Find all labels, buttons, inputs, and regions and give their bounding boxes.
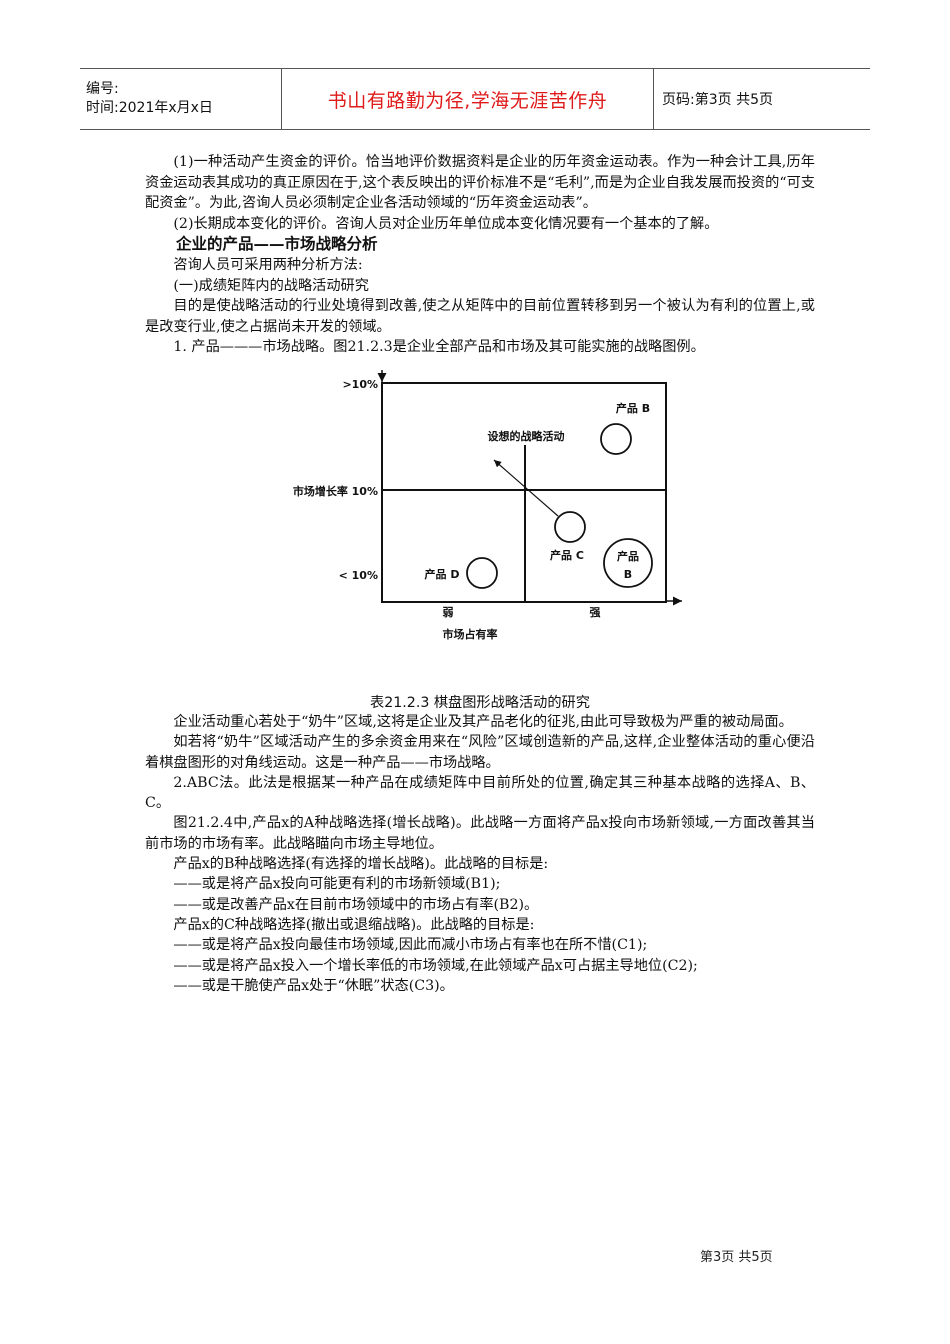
paragraph: (2)长期成本变化的评价。咨询人员对企业历年单位成本变化情况要有一个基本的了解。 — [173, 215, 719, 232]
list-item: ——或是将产品x投向可能更有利的市场新领域(B1); — [173, 876, 501, 893]
list-item: ——或是将产品x投入一个增长率低的市场领域,在此领域产品x可占据主导地位(C2)… — [173, 957, 698, 974]
product-b-top-label: 产品 B — [616, 401, 650, 415]
page-number-label: 页码:第3页 共5页 — [662, 92, 773, 108]
y-tick-mid: 市场增长率 10% — [293, 484, 378, 498]
figure-caption: 表21.2.3 棋盘图形战略活动的研究 — [370, 695, 590, 711]
motto-text: 书山有路勤为径,学海无涯苦作舟 — [327, 89, 608, 112]
paragraph: 咨询人员可采用两种分析方法: — [173, 257, 363, 273]
document-number-label: 编号: — [86, 81, 119, 97]
strategy-matrix-figure: >10% 市场增长率 10% < 10% 弱 强 市场占有率 设想的战略活动 产… — [270, 368, 690, 648]
strategy-arrow — [493, 459, 559, 517]
page-footer: 第3页 共5页 — [700, 1250, 773, 1265]
section-heading: 企业的产品——市场战略分析 — [176, 235, 378, 253]
x-axis-title: 市场占有率 — [443, 627, 498, 641]
y-tick-high: >10% — [342, 378, 378, 391]
product-d-label: 产品 D — [425, 567, 460, 581]
list-item: ——或是改善产品x在目前市场领域中的市场占有率(B2)。 — [173, 896, 539, 913]
paragraph: (1)一种活动产生资金的评价。恰当地评价数据资料是企业的历年资金运动表。作为一种… — [145, 154, 815, 211]
paragraph: 企业活动重心若处于“奶牛”区域,这将是企业及其产品老化的征兆,由此可导致极为严重… — [173, 714, 793, 730]
section-1: (1)一种活动产生资金的评价。恰当地评价数据资料是企业的历年资金运动表。作为一种… — [145, 152, 815, 358]
y-tick-low: < 10% — [339, 569, 378, 582]
paragraph: (一)成绩矩阵内的战略活动研究 — [173, 277, 369, 294]
paragraph: 产品x的B种战略选择(有选择的增长战略)。此战略的目标是: — [173, 856, 549, 873]
list-item: ——或是干脆使产品x处于“休眠”状态(C3)。 — [173, 977, 454, 994]
paragraph: 如若将“奶牛”区域活动产生的多余资金用来在“风险”区域创造新的产品,这样,企业整… — [145, 734, 815, 771]
product-b-large-label-2: B — [624, 568, 632, 581]
paragraph: 产品x的C种战略选择(撤出或退缩战略)。此战略的目标是: — [173, 916, 535, 933]
paragraph: 目的是使战略活动的行业处境得到改善,使之从矩阵中的目前位置转移到另一个被认为有利… — [145, 298, 815, 335]
list-item: ——或是将产品x投向最佳市场领域,因此而减小市场占有率也在所不惜(C1); — [173, 937, 648, 954]
document-date: 时间:2021年x月x日 — [86, 100, 213, 116]
x-tick-strong: 强 — [590, 606, 601, 619]
section-2: 企业活动重心若处于“奶牛”区域,这将是企业及其产品老化的征兆,由此可导致极为严重… — [145, 712, 815, 996]
header-page-info: 页码:第3页 共5页 — [654, 69, 870, 129]
product-d-circle — [466, 557, 498, 589]
product-b-large-circle — [603, 538, 653, 588]
paragraph: 图21.2.4中,产品x的A种战略选择(增长战略)。此战略一方面将产品x投向市场… — [145, 815, 815, 852]
paragraph: 1. 产品———市场战略。图21.2.3是企业全部产品和市场及其可能实施的战略图… — [173, 339, 705, 355]
header-meta: 编号: 时间:2021年x月x日 — [80, 69, 282, 129]
x-tick-weak: 弱 — [443, 606, 454, 619]
header-motto: 书山有路勤为径,学海无涯苦作舟 — [282, 69, 654, 129]
paragraph: 2.ABC法。此法是根据某一种产品在成绩矩阵中目前所处的位置,确定其三种基本战略… — [145, 774, 815, 812]
product-b-top-circle — [600, 423, 632, 455]
page-header: 编号: 时间:2021年x月x日 书山有路勤为径,学海无涯苦作舟 页码:第3页 … — [80, 68, 870, 130]
strategy-annotation: 设想的战略活动 — [488, 429, 565, 443]
product-b-large-label-1: 产品 — [617, 549, 639, 563]
product-c-circle — [554, 511, 586, 543]
product-c-label: 产品 C — [550, 548, 584, 562]
